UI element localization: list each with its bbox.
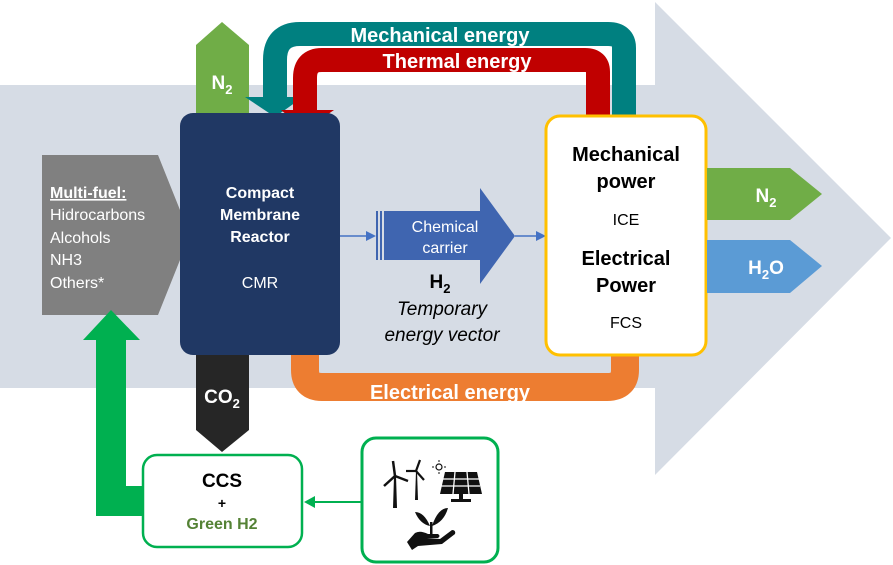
- co2-output-arrow: [196, 350, 249, 452]
- reactor-abbr: CMR: [242, 275, 278, 292]
- wind-turbine-icon: [383, 459, 425, 508]
- carrier-stripe: [380, 211, 382, 260]
- ice-label: ICE: [613, 212, 640, 229]
- thermal-energy-label: Thermal energy: [383, 51, 533, 73]
- multi-fuel-heading: Multi-fuel:: [50, 185, 126, 202]
- mechanical-energy-label: Mechanical energy: [351, 25, 531, 47]
- h2o-output-arrow: [707, 240, 822, 293]
- co2-label: CO2: [204, 387, 240, 411]
- connector-arrowhead: [304, 496, 315, 508]
- fuel-item: Others*: [50, 275, 104, 292]
- fuel-item: NH3: [50, 252, 82, 269]
- solar-panel-icon: [440, 471, 482, 502]
- power-unit-box: [544, 114, 708, 357]
- ccs-plus: +: [218, 495, 226, 511]
- renewables-box: [360, 436, 500, 564]
- h2-label: H2: [430, 272, 451, 296]
- electrical-energy-flow: [291, 348, 639, 401]
- carrier-stripe: [376, 211, 378, 260]
- chemical-carrier-arrow: [384, 188, 515, 284]
- compact-membrane-reactor: [180, 113, 340, 355]
- n2-exhaust-label: N2: [212, 73, 233, 97]
- mechanical-energy-flow: [263, 22, 636, 117]
- green-h2-label: Green H2: [186, 516, 257, 533]
- sun-icon: [432, 460, 446, 474]
- fuel-item: Alcohols: [50, 230, 110, 247]
- fuel-item: Hidrocarbons: [50, 207, 145, 224]
- multi-fuel-input-arrow: [42, 155, 190, 315]
- plant-in-hand-icon: [407, 508, 456, 550]
- connector-arrowhead: [366, 231, 376, 241]
- ccs-green-h2-box: [141, 453, 304, 549]
- n2-output-label: N2: [756, 186, 777, 210]
- n2-output-arrow: [707, 168, 822, 220]
- thermal-energy-flow: [293, 48, 610, 117]
- h2o-output-label: H2O: [748, 258, 784, 282]
- n2-exhaust-arrow: [196, 22, 249, 113]
- electrical-energy-label: Electrical energy: [370, 382, 531, 404]
- mechanical-energy-arrowhead: [245, 97, 303, 117]
- recycle-flow: [96, 338, 145, 516]
- fcs-label: FCS: [610, 315, 642, 332]
- connector-arrowhead: [536, 231, 546, 241]
- recycle-arrowhead: [83, 310, 140, 340]
- ccs-title: CCS: [202, 471, 242, 492]
